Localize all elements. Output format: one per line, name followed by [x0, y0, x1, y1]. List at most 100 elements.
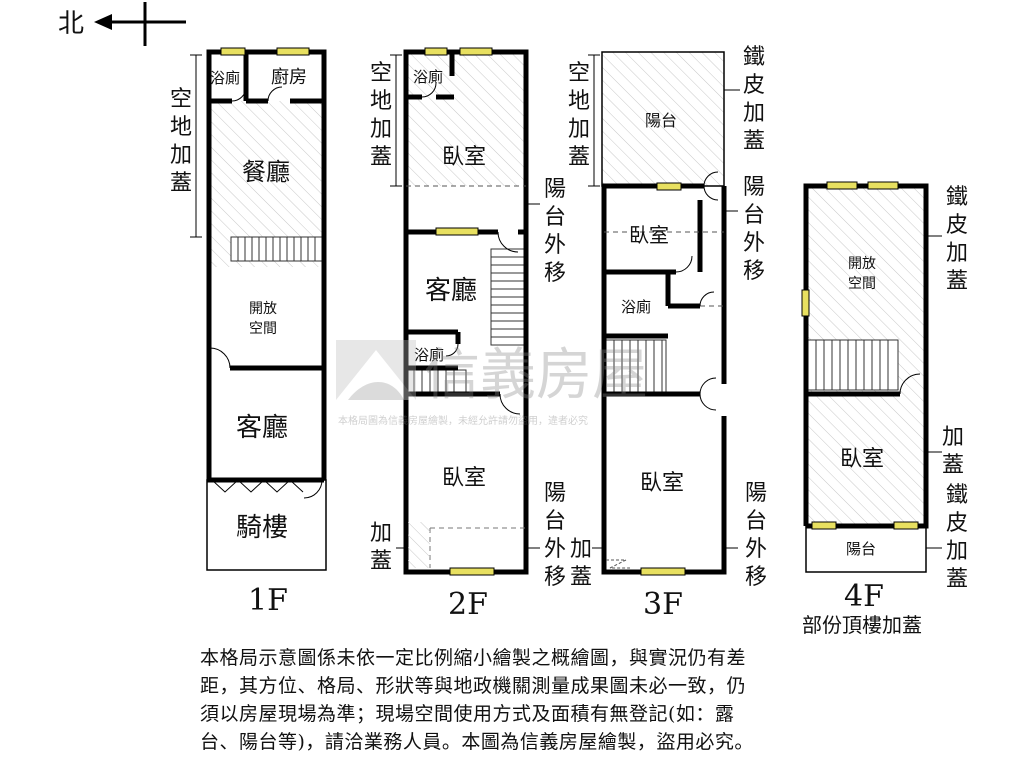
annotation-4f-right-mid: 加 蓋 [942, 425, 964, 478]
room-3f-balcony: 陽台 [645, 111, 677, 130]
svg-text:外: 外 [544, 537, 566, 562]
svg-text:鐵: 鐵 [743, 45, 765, 70]
svg-text:陽: 陽 [743, 175, 765, 200]
floor-2f: 浴廁 臥室 客廳 浴廁 臥室 空 地 加 蓋 陽 台 外 移 加 蓋 陽 台 外 [370, 47, 566, 622]
floor-label-3f: 3F [643, 587, 683, 622]
annotation-2f-left-bottom: 加 蓋 [370, 521, 392, 574]
room-2f-living: 客廳 [425, 276, 477, 306]
svg-text:陽: 陽 [745, 481, 767, 506]
svg-text:空: 空 [568, 61, 590, 86]
svg-text:空: 空 [170, 87, 192, 112]
svg-text:加: 加 [570, 537, 592, 562]
disclaimer-line-2: 距，其方位、格局、形狀等與地政機關測量成果圖未必一致，仍 [200, 675, 747, 697]
room-1f-arcade: 騎樓 [236, 513, 288, 543]
room-2f-bathroom-top: 浴廁 [413, 68, 443, 86]
room-3f-bathroom: 浴廁 [621, 298, 651, 316]
svg-text:加: 加 [946, 539, 968, 564]
svg-text:蓋: 蓋 [370, 145, 392, 170]
balcony-3f-hatch [602, 52, 724, 186]
room-4f-bedroom: 臥室 [840, 447, 884, 472]
stairs-4f [807, 339, 899, 391]
room-1f-open-2: 空間 [249, 321, 277, 337]
dining-area-hatch [209, 101, 324, 237]
door-1f-living [209, 347, 231, 369]
bedroom-2f-top-hatch [406, 52, 526, 186]
svg-text:外: 外 [745, 537, 767, 562]
room-2f-bedroom-bottom: 臥室 [442, 466, 486, 491]
svg-text:蓋: 蓋 [570, 565, 592, 590]
folding-door-1f [211, 479, 304, 493]
svg-text:皮: 皮 [743, 73, 765, 98]
watermark: 信義房屋 本格局圖為信義房屋繪製，未經允許請勿盜用，違者必究 [336, 340, 648, 427]
svg-text:外: 外 [743, 231, 765, 256]
floor-3f: 陽台 臥室 浴廁 臥室 空 地 加 蓋 鐵 皮 加 蓋 陽 台 外 移 加 蓋 [568, 45, 767, 622]
north-label: 北 [58, 9, 84, 39]
room-2f-bathroom-mid: 浴廁 [414, 346, 444, 364]
svg-text:外: 外 [544, 233, 566, 258]
annotation-2f-left-top: 空 地 加 蓋 [370, 61, 392, 170]
svg-text:移: 移 [743, 259, 765, 284]
floor-1f: 浴廁 廚房 餐廳 開放 空間 客廳 騎樓 空 地 加 蓋 1F [170, 47, 327, 618]
floor-label-2f: 2F [448, 587, 488, 622]
svg-text:皮: 皮 [946, 213, 968, 238]
svg-text:陽: 陽 [544, 177, 566, 202]
annotation-1f: 空 地 加 蓋 [170, 87, 192, 196]
svg-text:移: 移 [745, 565, 767, 590]
svg-text:蓋: 蓋 [370, 549, 392, 574]
annotation-2f-right-bottom: 陽 台 外 移 [544, 481, 566, 590]
annotation-4f-right-bottom: 鐵 皮 加 蓋 [946, 483, 968, 592]
svg-text:蓋: 蓋 [568, 145, 590, 170]
stairs-1f [230, 236, 325, 262]
stairs-2f [405, 248, 527, 393]
arcade-outline [206, 479, 327, 571]
floor-label-4f: 4F [844, 579, 884, 614]
svg-text:鐵: 鐵 [946, 185, 968, 210]
stairs-3f [605, 339, 667, 393]
svg-text:加: 加 [942, 425, 964, 450]
room-4f-balcony: 陽台 [846, 540, 876, 558]
disclaimer-line-4: 台、陽台等)，請洽業務人員。本圖為信義房屋繪製，盜用必究。 [200, 731, 754, 753]
room-4f-open-2: 空間 [848, 276, 876, 292]
disclaimer-line-1: 本格局示意圖係未依一定比例縮小繪製之概繪圖，與實況仍有差 [200, 647, 747, 669]
door-1f-bath [231, 86, 247, 102]
room-3f-bedroom-top: 臥室 [629, 223, 669, 247]
compass-arrowhead-icon [94, 14, 112, 30]
annotation-3f-left-top: 空 地 加 蓋 [568, 61, 590, 170]
room-1f-living: 客廳 [236, 413, 288, 443]
room-1f-kitchen: 廚房 [271, 66, 307, 88]
svg-text:地: 地 [568, 89, 590, 114]
svg-text:台: 台 [743, 203, 765, 228]
annotation-3f-right-top: 鐵 皮 加 蓋 [743, 45, 765, 154]
annotation-3f-left-bottom: 加 蓋 [570, 537, 592, 590]
disclaimer-line-3: 須以房屋現場為準；現場空間使用方式及面積有無登記(如：露 [200, 703, 735, 725]
annotation-4f-right-top: 鐵 皮 加 蓋 [946, 185, 968, 294]
room-4f-open-1: 開放 [848, 256, 876, 272]
svg-text:蓋: 蓋 [946, 269, 968, 294]
svg-text:移: 移 [544, 565, 566, 590]
svg-text:蓋: 蓋 [170, 171, 192, 196]
annotation-2f-right-mid: 陽 台 外 移 [544, 177, 566, 286]
room-2f-bedroom-top: 臥室 [442, 145, 486, 170]
svg-text:地: 地 [170, 115, 192, 140]
floor-plan-diagram: 北 [58, 2, 968, 637]
svg-text:加: 加 [568, 117, 590, 142]
watermark-notice: 本格局圖為信義房屋繪製，未經允許請勿盜用，違者必究 [338, 414, 588, 427]
room-1f-bathroom: 浴廁 [210, 69, 240, 87]
svg-text:空: 空 [370, 61, 392, 86]
svg-text:鐵: 鐵 [946, 483, 968, 508]
room-3f-bedroom-bottom: 臥室 [640, 471, 684, 496]
north-compass: 北 [58, 2, 186, 46]
svg-text:陽: 陽 [544, 481, 566, 506]
svg-text:台: 台 [544, 509, 566, 534]
window-1f-b [276, 47, 310, 56]
watermark-logo-icon [336, 340, 416, 400]
svg-text:加: 加 [370, 117, 392, 142]
floor-4f-sublabel: 部份頂樓加蓋 [802, 613, 922, 637]
room-1f-dining: 餐廳 [242, 158, 290, 186]
svg-text:蓋: 蓋 [946, 567, 968, 592]
svg-text:加: 加 [743, 101, 765, 126]
room-1f-open-1: 開放 [249, 301, 277, 317]
floor-label-1f: 1F [248, 583, 288, 618]
svg-text:移: 移 [544, 261, 566, 286]
svg-text:台: 台 [544, 205, 566, 230]
